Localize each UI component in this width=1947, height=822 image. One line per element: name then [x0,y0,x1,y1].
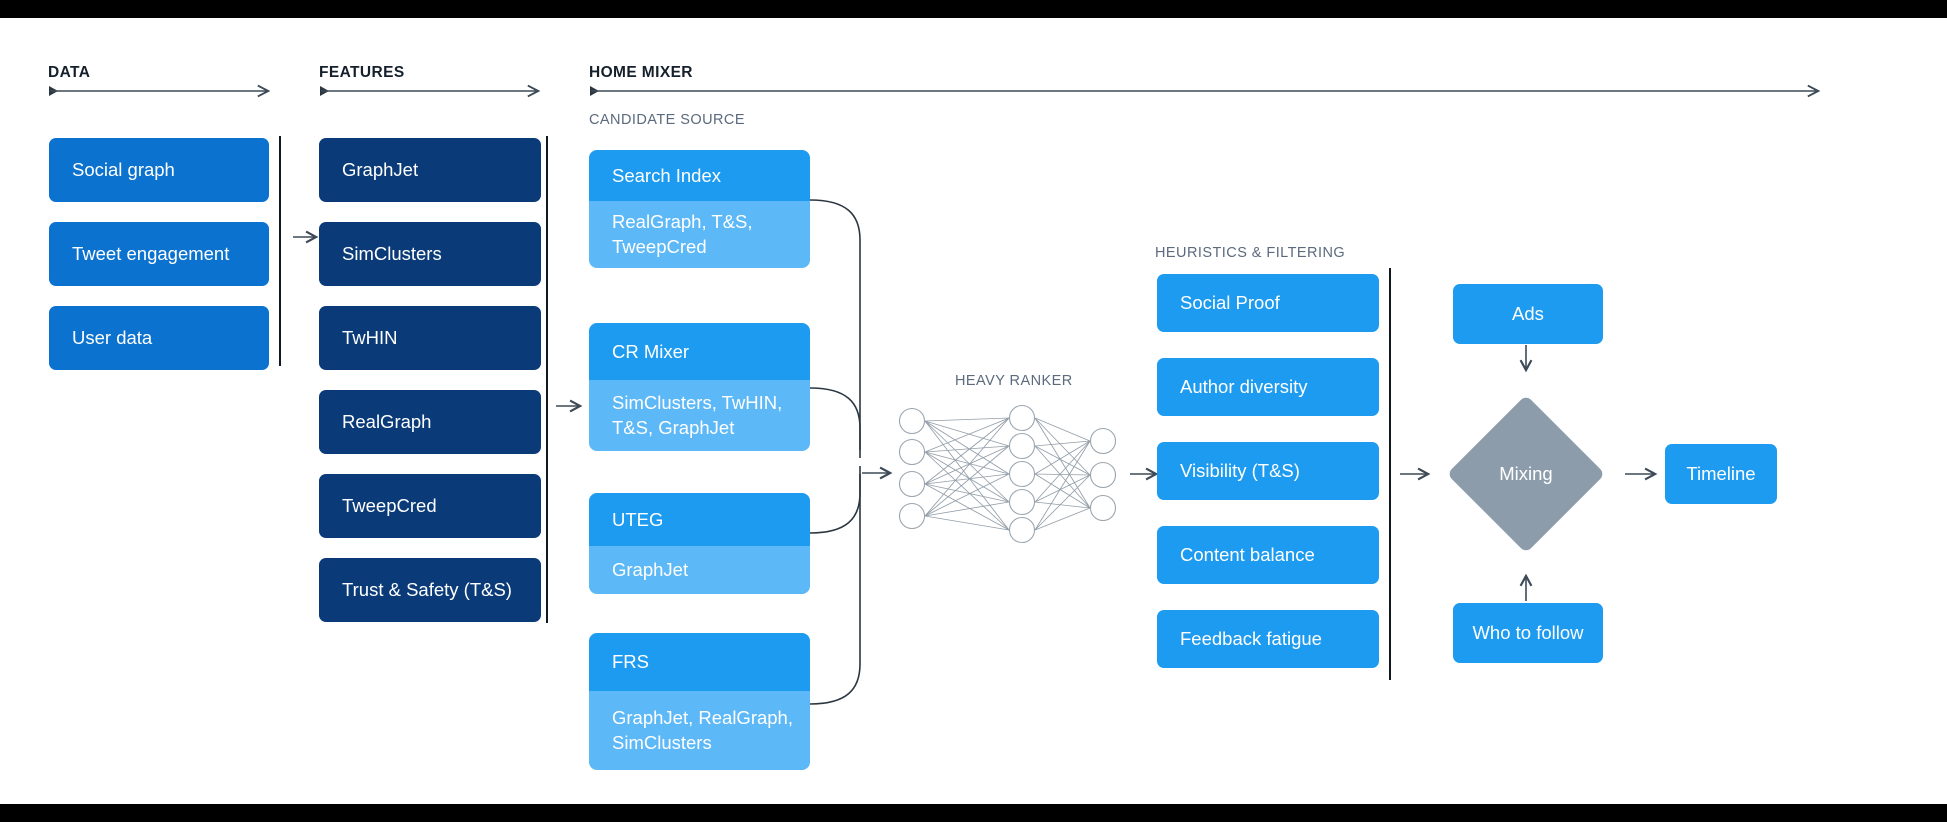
heavy-ranker-network [898,404,1117,544]
who-to-follow-box[interactable]: Who to follow [1453,603,1603,663]
data-box-user-data[interactable]: User data [49,306,269,370]
feature-box-twhin[interactable]: TwHIN [319,306,541,370]
connector-layer [49,84,1821,705]
candidate-source-features-text: SimClusters, TwHIN, T&S, GraphJet [612,391,783,438]
data-box-tweet-engagement[interactable]: Tweet engagement [49,222,269,286]
candidate-source-title-text: FRS [612,651,649,672]
ads-box-label: Ads [1512,303,1544,325]
candidate-source-features: SimClusters, TwHIN, T&S, GraphJet [589,380,810,451]
candidate-brace [809,199,861,705]
diagram-sheet: DATA FEATURES HOME MIXER CANDIDATE SOURC… [0,18,1947,804]
data-box-label: Tweet engagement [72,243,230,265]
candidate-source-features: RealGraph, T&S, TweepCred [589,201,810,268]
mixing-diamond-label: Mixing [1499,463,1553,484]
heuristics-box-social-proof[interactable]: Social Proof [1157,274,1379,332]
feature-box-label: RealGraph [342,411,432,433]
feature-box-label: Trust & Safety (T&S) [342,579,512,601]
candidate-source-features: GraphJet, RealGraph, SimClusters [589,691,810,770]
section-rule-data [49,84,271,98]
heuristics-box-feedback-fatigue[interactable]: Feedback fatigue [1157,610,1379,668]
candidate-source-title: FRS [589,633,810,691]
candidate-source-title-text: CR Mixer [612,340,690,362]
mixing-diamond[interactable]: Mixing [1446,394,1606,554]
stage-label-heuristics: HEURISTICS & FILTERING [1155,245,1346,261]
candidate-source-title: UTEG [589,493,810,546]
feature-box-label: TweepCred [342,495,437,517]
data-box-label: User data [72,327,153,349]
section-title-home-mixer: HOME MIXER [589,64,693,81]
heuristics-box-label: Social Proof [1180,292,1280,314]
feature-box-simclusters[interactable]: SimClusters [319,222,541,286]
section-title-features: FEATURES [319,64,405,81]
stage-label-candidate-source: CANDIDATE SOURCE [589,112,745,128]
heuristics-box-label: Visibility (T&S) [1180,460,1300,482]
section-title-data: DATA [48,64,91,81]
feature-box-label: GraphJet [342,159,419,181]
heuristics-box-visibility[interactable]: Visibility (T&S) [1157,442,1379,500]
feature-box-graphjet[interactable]: GraphJet [319,138,541,202]
divider-data-column [279,136,281,366]
candidate-source-card-search-index[interactable]: Search Index RealGraph, T&S, TweepCred [589,150,810,268]
data-box-label: Social graph [72,159,175,181]
heuristics-box-author-diversity[interactable]: Author diversity [1157,358,1379,416]
candidate-source-card-uteg[interactable]: UTEG GraphJet [589,493,810,594]
feature-box-tweepcred[interactable]: TweepCred [319,474,541,538]
data-box-social-graph[interactable]: Social graph [49,138,269,202]
heuristics-box-label: Feedback fatigue [1180,628,1322,650]
candidate-source-features-text: GraphJet, RealGraph, SimClusters [612,706,793,753]
candidate-source-features-text: RealGraph, T&S, TweepCred [612,210,753,257]
candidate-source-title-text: UTEG [612,508,664,530]
timeline-box[interactable]: Timeline [1665,444,1777,504]
heuristics-box-label: Content balance [1180,544,1315,566]
timeline-box-label: Timeline [1686,463,1756,485]
ads-box[interactable]: Ads [1453,284,1603,344]
candidate-source-title-text: Search Index [612,164,722,186]
feature-box-label: SimClusters [342,243,442,265]
feature-box-label: TwHIN [342,327,398,349]
candidate-source-features-text: GraphJet [612,558,689,580]
who-to-follow-box-label: Who to follow [1472,622,1584,644]
section-rule-home-mixer [590,84,1821,98]
heuristics-box-label: Author diversity [1180,376,1308,398]
feature-box-trust-and-safety[interactable]: Trust & Safety (T&S) [319,558,541,622]
feature-box-realgraph[interactable]: RealGraph [319,390,541,454]
candidate-source-card-frs[interactable]: FRS GraphJet, RealGraph, SimClusters [589,633,810,770]
stage-label-heavy-ranker: HEAVY RANKER [955,373,1073,389]
heuristics-box-content-balance[interactable]: Content balance [1157,526,1379,584]
candidate-source-features: GraphJet [589,546,810,594]
divider-heuristics-column [1389,268,1391,680]
candidate-source-card-cr-mixer[interactable]: CR Mixer SimClusters, TwHIN, T&S, GraphJ… [589,323,810,451]
candidate-source-title: Search Index [589,150,810,201]
divider-features-column [546,136,548,623]
candidate-source-title: CR Mixer [589,323,810,380]
section-rule-features [320,84,541,98]
